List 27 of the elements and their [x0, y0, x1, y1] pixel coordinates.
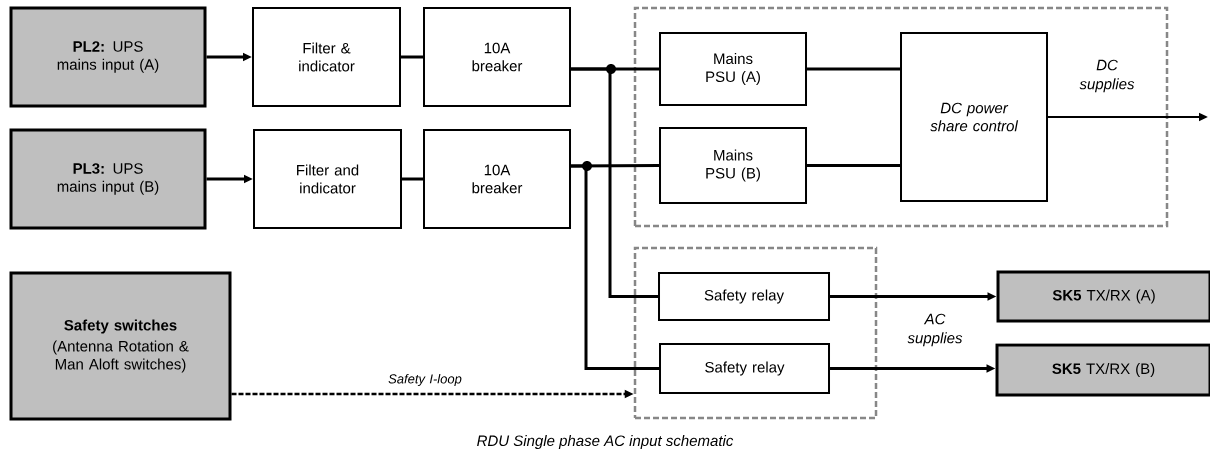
connector-box: PL2: UPS mains input (A) [9, 6, 207, 108]
process-box: Filter and indicator [253, 129, 402, 229]
connector-line [571, 164, 659, 370]
caption: RDU Single phase AC input schematic [477, 435, 734, 449]
connector-line [807, 67, 900, 71]
connector-box: PL3: UPS mains input (B) [9, 128, 207, 230]
dashed-group-box [633, 246, 878, 420]
edge-label: Safety I-loop [388, 373, 462, 387]
connector-line [402, 177, 423, 181]
dashed-group-box [633, 6, 1169, 228]
process-box: Mains PSU (B) [659, 127, 807, 204]
connector-line [571, 164, 660, 168]
switch-box: Safety switches (Antenna Rotation & Man Aloft switches) [9, 271, 232, 421]
process-box: 10A breaker [423, 129, 571, 229]
process-box: DC power share control [900, 32, 1048, 202]
edge-label: DC supplies [1079, 59, 1135, 93]
annotation-label: AC supplies [907, 313, 963, 347]
connector-line [807, 164, 900, 167]
process-box: Safety relay [658, 272, 830, 321]
process-box: 10A breaker [423, 7, 571, 107]
process-box: Mains PSU (A) [659, 32, 807, 106]
connector-line [571, 67, 658, 298]
connector-box: SK5 TX/RX (A) [996, 270, 1210, 323]
process-box: Filter & indicator [252, 7, 401, 107]
connector-box: SK5 TX/RX (B) [995, 343, 1210, 397]
connector-line [401, 55, 423, 59]
process-box: Safety relay [659, 343, 830, 394]
